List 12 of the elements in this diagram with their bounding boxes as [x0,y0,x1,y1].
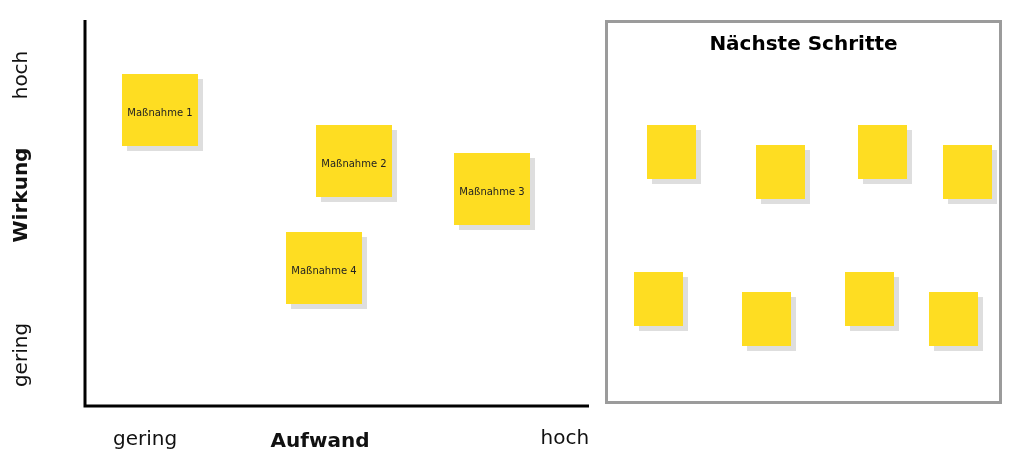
axis-tick-label: hoch [540,425,590,449]
panel-title: Nächste Schritte [709,31,898,55]
note-text: Maßnahme 1 [127,106,193,118]
axis-title: Wirkung [7,147,32,243]
note-text: Maßnahme 4 [291,264,357,276]
axis-title: Aufwand [270,428,370,452]
axis-tick-label: gering [8,322,33,388]
next-steps-panel [605,20,1002,404]
axis-tick-label: gering [113,426,178,450]
note-text: Maßnahme 2 [321,157,387,169]
axis-tick-label: hoch [7,50,32,100]
note-text: Maßnahme 3 [459,185,525,197]
